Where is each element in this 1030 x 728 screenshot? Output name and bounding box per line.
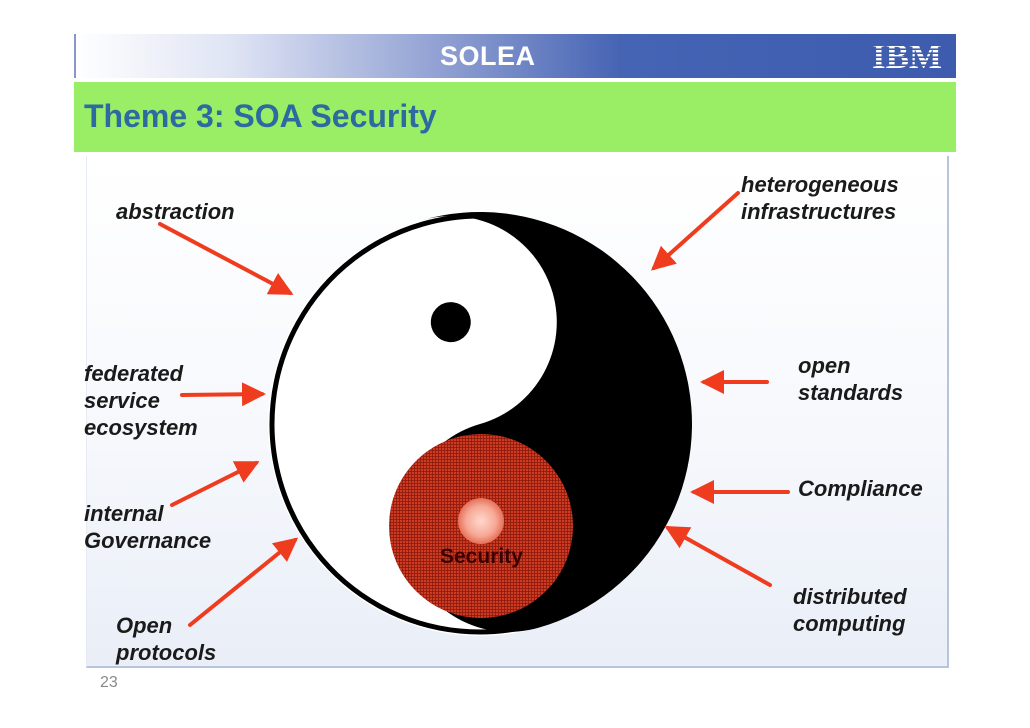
label-compliance: Compliance [798, 476, 923, 501]
label-heterogeneous-infrastructures: heterogeneous infrastructures [741, 172, 899, 224]
header-title: SOLEA [440, 41, 536, 71]
yin-yang-black-dot [430, 302, 471, 343]
page-number: 23 [100, 674, 118, 691]
yin-yang-outline [269, 213, 691, 635]
ibm-logo: IBM [872, 38, 942, 72]
ibm-logo-text: IBM [872, 38, 942, 72]
arrow-internal-governance [170, 461, 260, 507]
arrows [158, 191, 790, 627]
label-distributed-computing: distributed computing [793, 584, 907, 636]
theme-title: Theme 3: SOA Security [84, 98, 437, 134]
theme-banner [74, 82, 956, 152]
label-internal-governance: internal Governance [84, 501, 212, 553]
header-bar-edge [74, 34, 76, 78]
security-label: Security [440, 545, 523, 568]
arrow-distributed-computing [664, 526, 772, 587]
arrow-heterogeneous [651, 191, 740, 271]
arrow-abstraction [158, 222, 294, 295]
label-open-protocols: Open protocols [116, 613, 217, 665]
arrow-open-protocols [188, 537, 299, 627]
arrow-federated [180, 382, 266, 407]
header-bar [74, 34, 956, 78]
label-open-standards: open standards [798, 353, 904, 405]
label-federated-service-ecosystem: federated service ecosystem [84, 361, 198, 440]
security-core-icon [458, 498, 504, 544]
label-abstraction: abstraction [116, 199, 235, 224]
